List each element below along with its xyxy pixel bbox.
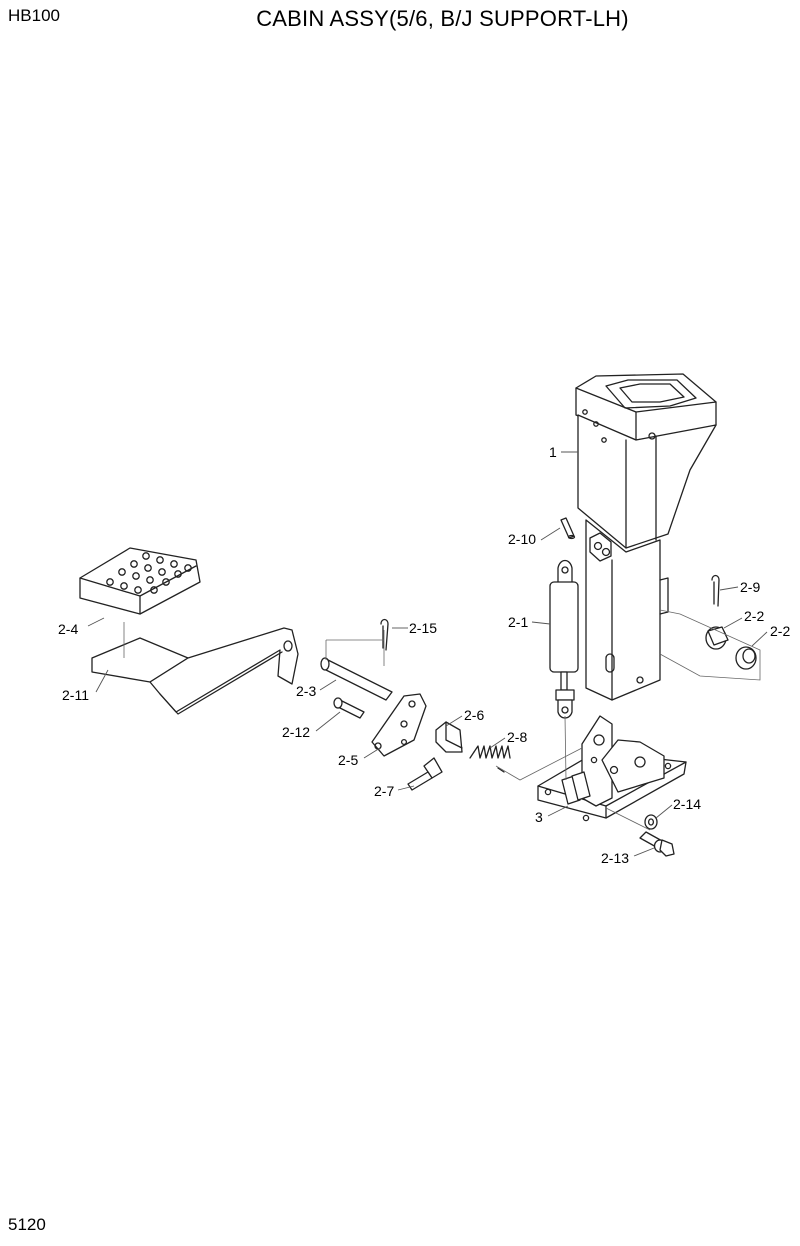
- model-code: HB100: [8, 6, 60, 25]
- part-2-13-bolt-set: [639, 831, 675, 857]
- callout-2-9: 2-9: [740, 579, 760, 595]
- assembly-lines: [123, 609, 761, 831]
- part-2-9-cotter-pin: [711, 574, 720, 607]
- callout-1: 1: [549, 444, 557, 460]
- callout-2-6: 2-6: [464, 707, 484, 723]
- callout-2-11: 2-11: [62, 687, 89, 703]
- part-2-1-gas-spring: [549, 559, 579, 719]
- callout-2-14: 2-14: [673, 796, 701, 812]
- leader-lines: [87, 451, 768, 857]
- part-2-12-bolt: [333, 697, 365, 719]
- part-2-4-pedal-pad: [79, 547, 201, 615]
- callout-3: 3: [535, 809, 543, 825]
- part-2-2-cap-b: [735, 646, 757, 670]
- callout-2-10: 2-10: [508, 531, 536, 547]
- part-2-10-roll-pin: [560, 517, 576, 540]
- page-title: CABIN ASSY(5/6, B/J SUPPORT-LH): [256, 6, 629, 31]
- part-2-8-spring: [469, 745, 511, 773]
- callout-2-8: 2-8: [507, 729, 527, 745]
- part-2-5-lever-plate: [371, 693, 427, 757]
- part-2-14-washer: [644, 814, 658, 830]
- callout-2-13: 2-13: [601, 850, 629, 866]
- part-2-11-pedal-arm: [91, 627, 299, 715]
- part-1-support-column: [575, 373, 717, 701]
- callout-2-15: 2-15: [409, 620, 437, 636]
- callout-2-7: 2-7: [374, 783, 394, 799]
- page-number: 5120: [8, 1215, 46, 1234]
- part-2-7-cam-bolt: [407, 757, 443, 791]
- callout-2-2-a: 2-2: [744, 608, 764, 624]
- callout-2-3: 2-3: [296, 683, 316, 699]
- callout-2-2-b: 2-2: [770, 623, 790, 639]
- part-2-6-block: [435, 721, 463, 753]
- callout-2-4: 2-4: [58, 621, 78, 637]
- callout-2-1: 2-1: [508, 614, 528, 630]
- part-2-15-cotter-pin: [380, 618, 389, 651]
- part-2-3-pin: [320, 657, 393, 701]
- callout-labels: 1 2-10 2-1 2-9 2-2 2-2 2-4 2-15 2-11 2-3…: [58, 444, 790, 866]
- callout-2-12: 2-12: [282, 724, 310, 740]
- part-3-base-bracket: [537, 715, 687, 822]
- callout-2-5: 2-5: [338, 752, 358, 768]
